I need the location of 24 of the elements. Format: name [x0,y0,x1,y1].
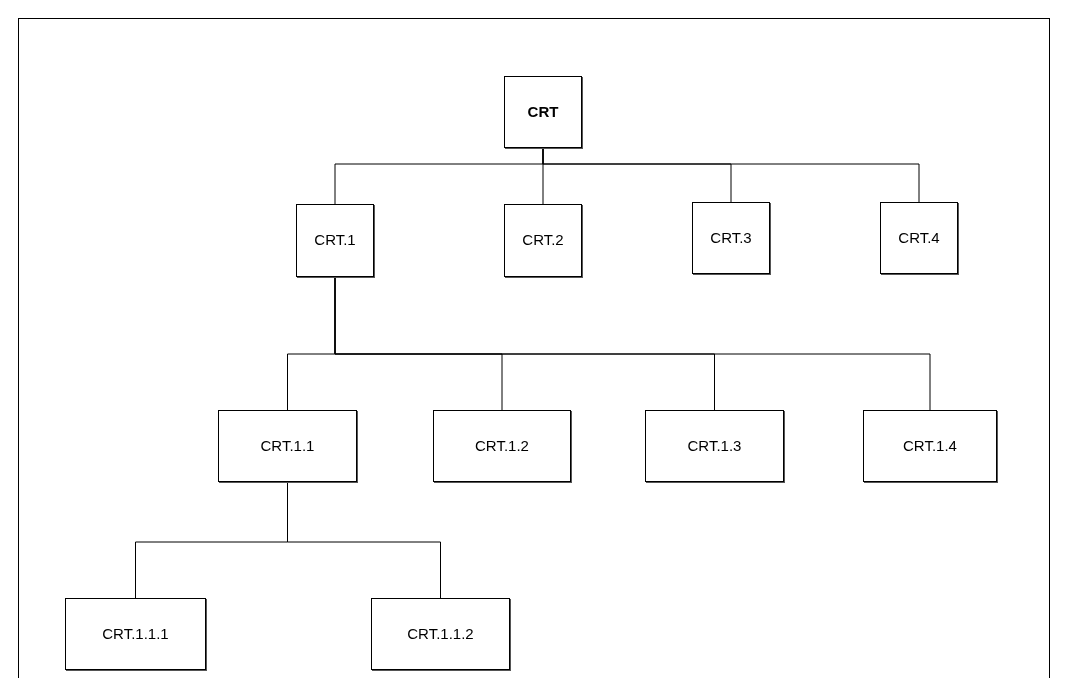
node-label: CRT.1.2 [475,435,529,456]
connector-line [542,147,920,203]
node-label: CRT.1.1 [260,435,315,456]
tree-node-box [504,204,582,277]
node-label: CRT.3 [710,227,752,248]
tree-node-box [692,202,770,274]
node-label: CRT.4 [898,227,940,248]
tree-node-box [433,410,571,482]
node-label: CRT [527,101,559,122]
node-label: CRT.2 [522,230,564,251]
node-label: CRT.1.1.1 [102,623,169,644]
node-label: CRT.1.3 [687,435,742,456]
tree-node-box [296,204,374,277]
tree-node-box [218,410,357,482]
tree-node-box [504,76,582,148]
tree-node-box [371,598,510,670]
tree-node-box [863,410,997,482]
tree-node-box [880,202,958,274]
node-label: CRT.1.1.2 [407,623,474,644]
node-label: CRT.1 [314,230,356,251]
tree-node-box [65,598,206,670]
tree-node-box [645,410,784,482]
node-label: CRT.1.4 [903,435,957,456]
connector-line [334,276,931,411]
